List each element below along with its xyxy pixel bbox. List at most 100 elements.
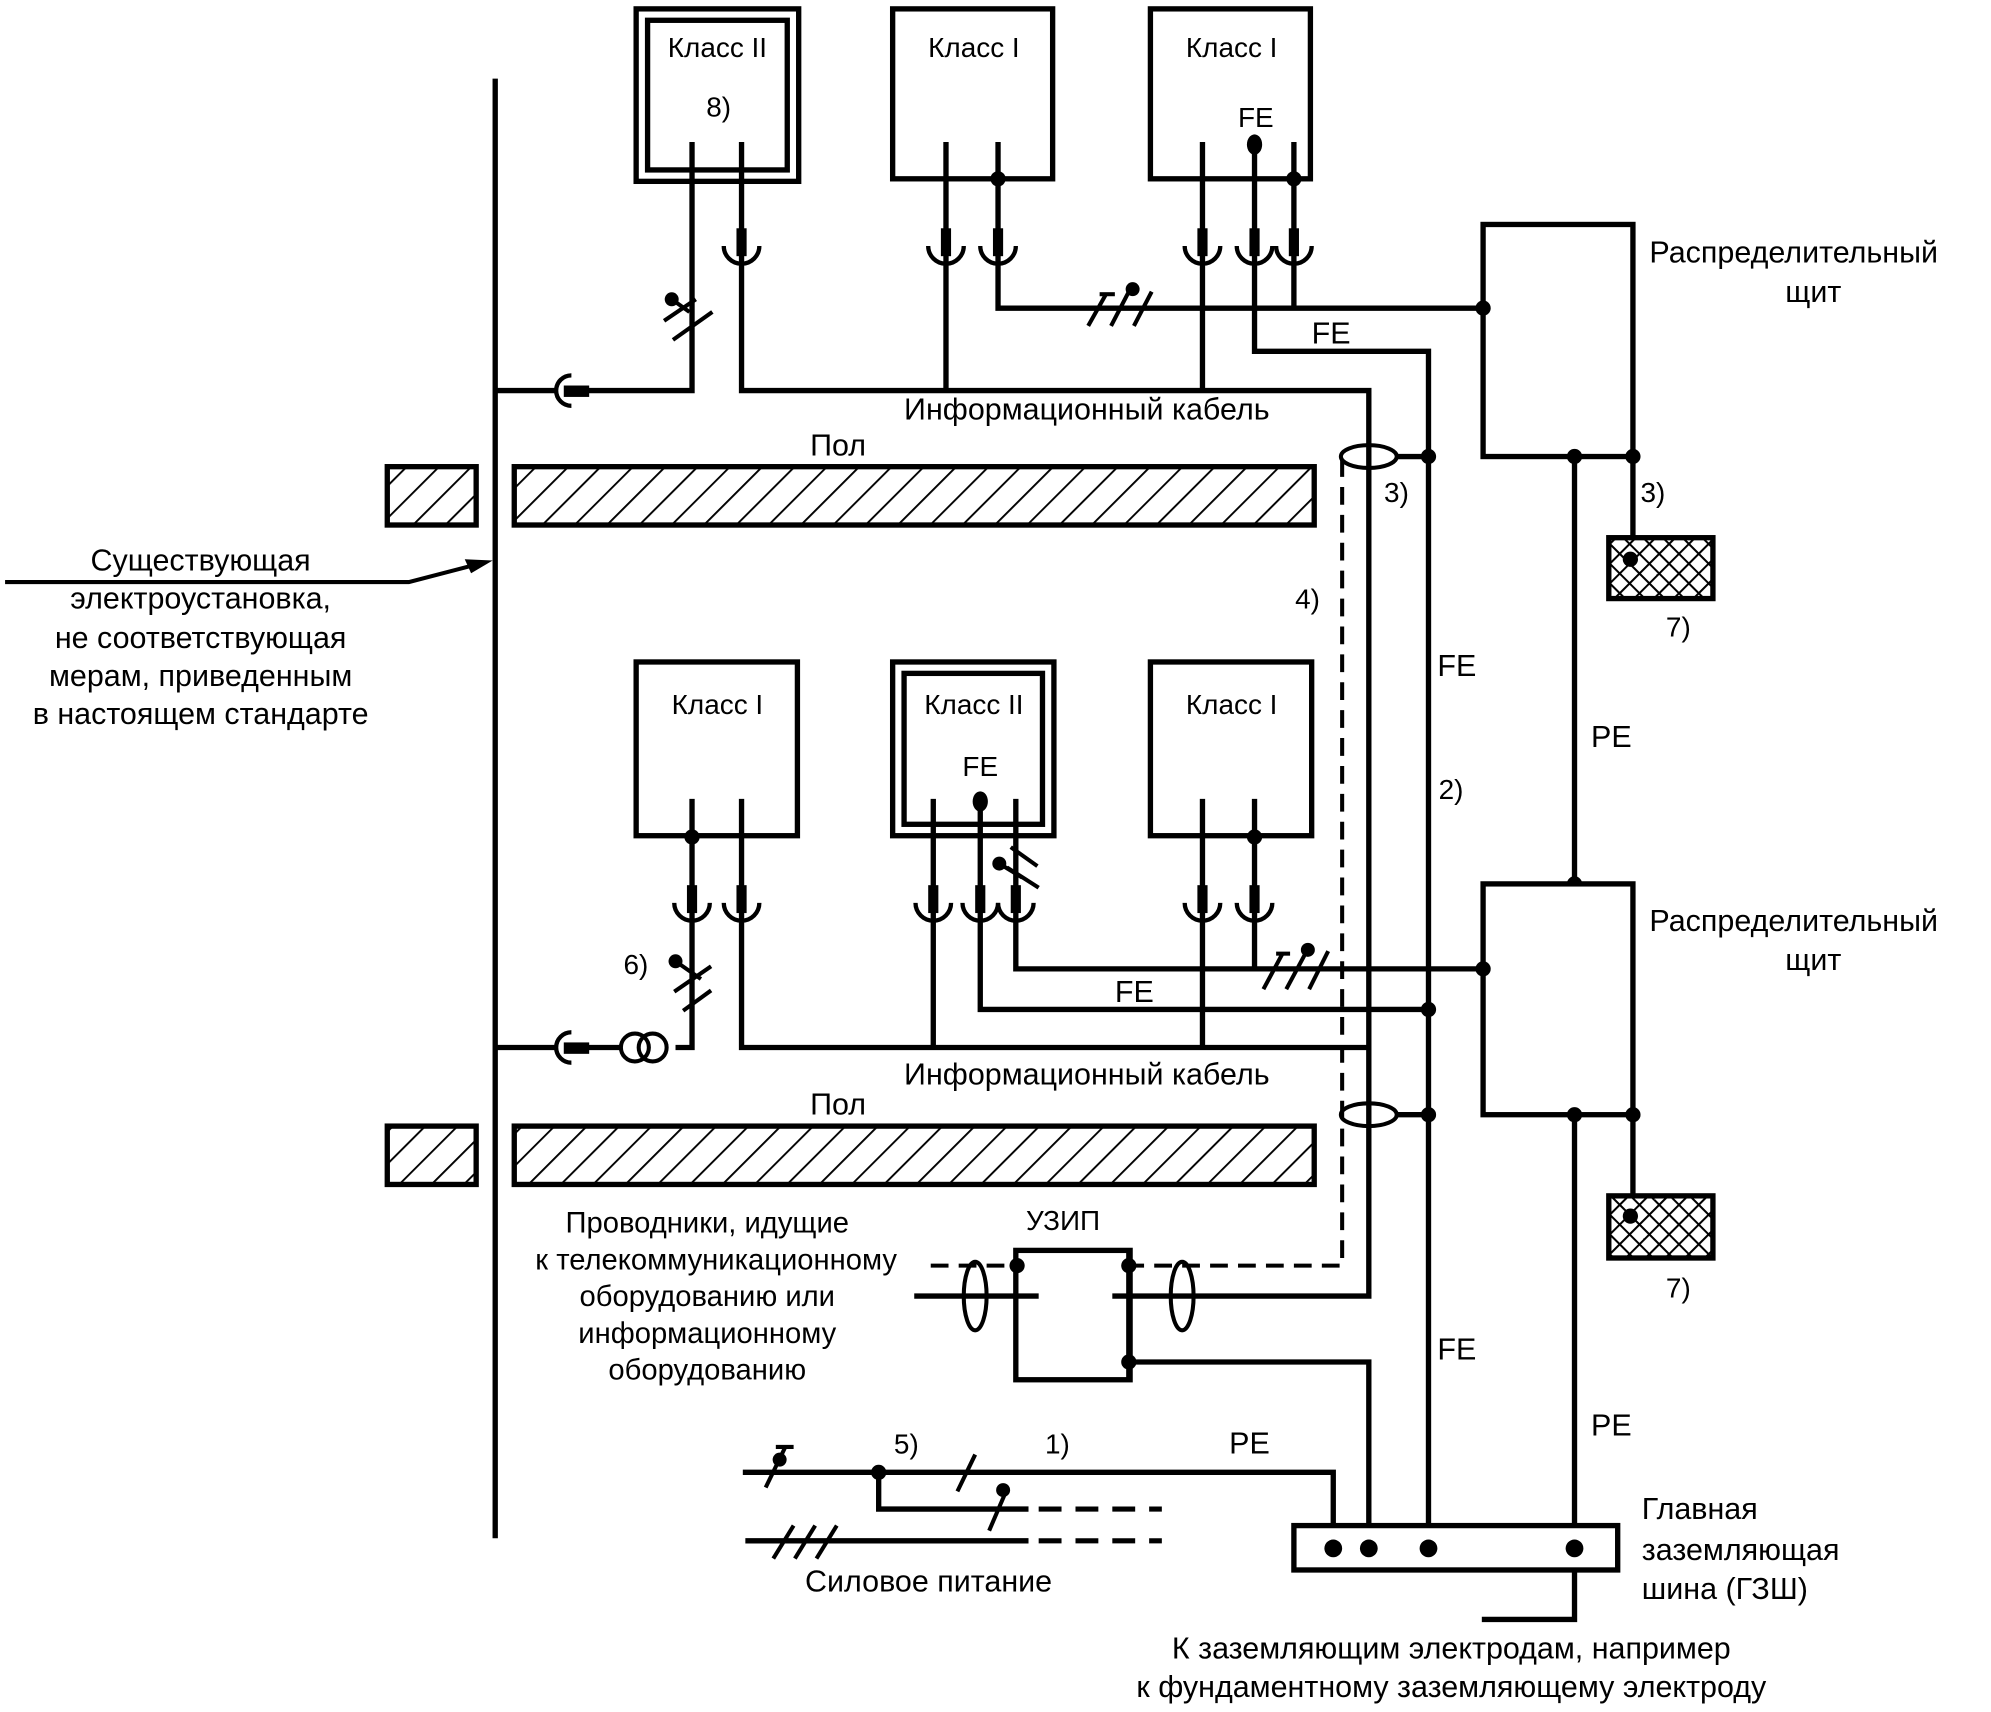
existing-installation-line-4: мерам, приведенным <box>49 659 352 693</box>
distribution-board-lower: Распределительный щит <box>1475 881 1938 1123</box>
fe-label-top-horizontal: FE <box>1312 317 1351 351</box>
pe-label-supply: PE <box>1229 1426 1270 1460</box>
socket-outlet-upper-icon <box>554 373 590 408</box>
equipment-top-2-class-i: Класс I <box>889 6 1056 182</box>
power-supply-label: Силовое питание <box>805 1565 1052 1599</box>
spd-label: УЗИП <box>1026 1205 1100 1236</box>
cable-core-marking-icon <box>662 292 714 342</box>
info-cable-upper-label: Информационный кабель <box>904 393 1270 427</box>
floor-lower-wall-section <box>384 1123 479 1188</box>
note-8: 8) <box>706 92 731 123</box>
floor-lower: Пол <box>384 1088 1317 1188</box>
distribution-board-upper: Распределительный щит <box>1475 221 1938 465</box>
board-upper-label-line-1: Распределительный <box>1649 236 1938 270</box>
class-label: Класс I <box>672 689 764 720</box>
note-1: 1) <box>1045 1428 1070 1459</box>
cable-core-marking-icon <box>1086 282 1154 327</box>
plug-connector-icon <box>960 885 1001 923</box>
fe-label-vertical-lower: FE <box>1437 1332 1476 1366</box>
telecom-line-1: Проводники, идущие <box>566 1208 849 1240</box>
telecom-line-5: оборудованию <box>608 1355 806 1387</box>
bottom-row-plugs <box>672 885 1275 923</box>
note-2: 2) <box>1439 774 1464 805</box>
earth-electrodes-line-1: К заземляющим электродам, например <box>1172 1632 1731 1666</box>
telecom-line-4: информационному <box>578 1318 836 1350</box>
equipment-bottom-1-class-i: Класс I <box>633 659 801 839</box>
cable-shield-ring-spd-right <box>1168 1259 1196 1333</box>
plug-connector-icon <box>1182 885 1223 923</box>
floor-upper-label: Пол <box>810 428 866 462</box>
equipment-bottom-2-class-ii: Класс II FE <box>889 659 1057 839</box>
isolating-transformer-icon <box>618 1031 669 1064</box>
class-label: Класс II <box>924 689 1023 720</box>
cable-core-marking-icon <box>1261 942 1330 991</box>
surge-protective-device: УЗИП <box>914 1205 1372 1544</box>
plug-connector-icon <box>1182 228 1223 266</box>
cable-shield-ring-lower <box>1338 1101 1437 1129</box>
cable-shield-ring-spd-left <box>961 1259 989 1333</box>
telecom-conductors-label: Проводники, идущие к телекоммуникационно… <box>535 1208 897 1387</box>
equipment-top-3-class-i: Класс I FE <box>1147 6 1314 182</box>
meb-label-line-2: заземляющая <box>1642 1533 1840 1567</box>
existing-installation-pointer <box>5 559 493 585</box>
note-4: 4) <box>1295 584 1320 615</box>
existing-installation-label: Существующая электроустановка, не соотве… <box>33 544 369 731</box>
plug-connector-icon <box>721 228 762 266</box>
existing-installation-line-3: не соответствующая <box>55 621 347 655</box>
cable-shield-ring-upper <box>1338 443 1437 470</box>
board-upper-label-line-2: щит <box>1785 275 1841 309</box>
plug-connector-icon <box>721 885 762 923</box>
existing-installation-line-5: в настоящем стандарте <box>33 697 369 731</box>
plug-connector-icon <box>995 885 1036 923</box>
floor-lower-label: Пол <box>810 1088 866 1122</box>
info-cable-lower-label: Информационный кабель <box>904 1057 1270 1091</box>
earth-electrode-lower <box>1606 1193 1716 1261</box>
top-row-plugs <box>721 228 1314 266</box>
class-label: Класс II <box>668 32 767 63</box>
pe-label-upper: PE <box>1591 720 1632 754</box>
note-3-ring: 3) <box>1384 477 1409 508</box>
note-6: 6) <box>623 949 648 980</box>
fe-label-vertical-upper: FE <box>1437 649 1476 683</box>
floor-upper: Пол <box>384 428 1317 528</box>
earth-electrodes-line-2: к фундаментному заземляющему электроду <box>1136 1670 1767 1704</box>
floor-upper-wall-section <box>384 464 479 528</box>
note-7-lower: 7) <box>1666 1272 1691 1303</box>
class-label: Класс I <box>1186 689 1278 720</box>
socket-outlet-lower-icon <box>554 1030 590 1065</box>
plug-connector-icon <box>1234 228 1275 266</box>
note-7-upper: 7) <box>1666 612 1691 643</box>
meb-label-line-3: шина (ГЗШ) <box>1642 1572 1808 1606</box>
plug-connector-icon <box>1234 885 1275 923</box>
existing-installation-line-1: Существующая <box>91 544 311 578</box>
board-lower-label-line-1: Распределительный <box>1649 904 1938 938</box>
existing-installation-line-2: электроустановка, <box>70 582 331 616</box>
main-earthing-bar: Главная заземляющая шина (ГЗШ) <box>1291 1492 1840 1623</box>
plug-connector-icon <box>978 228 1018 266</box>
plug-connector-icon <box>913 885 954 923</box>
telecom-line-2: к телекоммуникационному <box>535 1244 897 1276</box>
power-supply: Силовое питание <box>742 1444 1336 1599</box>
plug-connector-icon <box>672 885 712 923</box>
floor-lower-slab <box>511 1123 1317 1188</box>
cable-core-marking-icon <box>992 845 1040 890</box>
meb-label-line-1: Главная <box>1642 1492 1758 1526</box>
plug-connector-icon <box>1273 228 1314 266</box>
top-row-junctions <box>990 134 1302 187</box>
board-lower-label-line-2: щит <box>1785 943 1841 977</box>
note-3-board: 3) <box>1641 477 1666 508</box>
class-label: Класс I <box>1186 32 1278 63</box>
fe-label-lower-horizontal: FE <box>1115 975 1154 1009</box>
pe-label-lower: PE <box>1591 1409 1632 1443</box>
dashed-conductor-4 <box>920 459 1345 1268</box>
cable-core-marking-icon <box>668 954 713 1013</box>
class-label: Класс I <box>928 32 1020 63</box>
equipment-top-1-class-ii: Класс II 8) <box>633 6 802 185</box>
fe-terminal-label: FE <box>962 751 998 782</box>
bottom-row-junctions <box>684 791 1437 1018</box>
equipment-bottom-3-class-i: Класс I <box>1147 659 1315 839</box>
fe-terminal-label: FE <box>1238 102 1274 133</box>
earth-electrode-upper <box>1606 535 1716 602</box>
telecom-line-3: оборудованию или <box>580 1281 835 1313</box>
